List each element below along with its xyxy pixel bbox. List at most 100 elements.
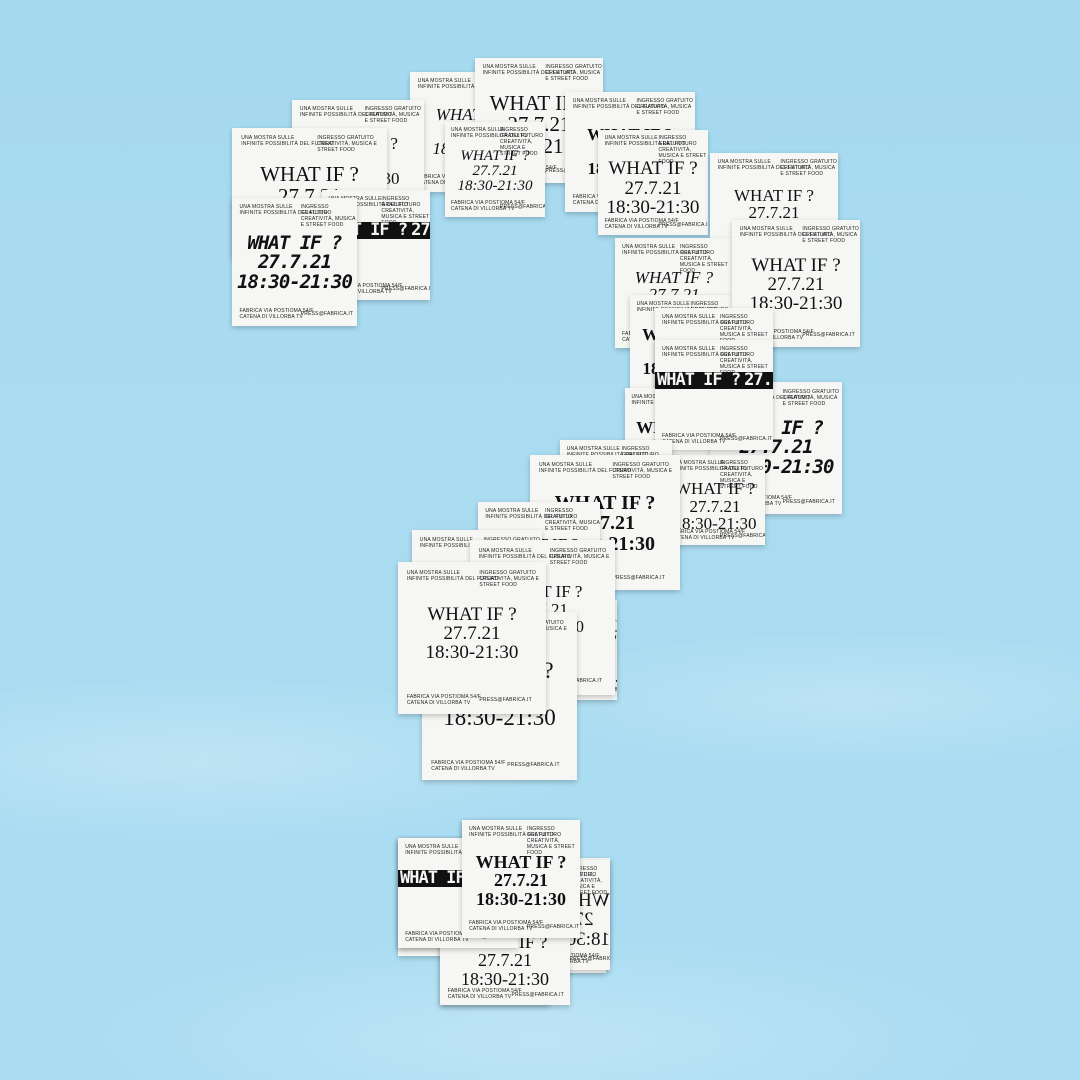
poster-info-left: UNA MOSTRA SULLE INFINITE POSSIBILITÀ DE… <box>717 159 810 171</box>
poster-info-left: UNA MOSTRA SULLE INFINITE POSSIBILITÀ DE… <box>451 126 544 139</box>
poster-headline: WHAT IF ? <box>247 231 343 254</box>
poster-date: 27.7.21 <box>409 221 430 240</box>
poster-info-right: INGRESSO GRATUITO CREATIVITÀ, MUSICA E S… <box>545 508 600 532</box>
poster-headline: WHAT IF ? <box>734 185 814 205</box>
poster-info-right: INGRESSO GRATUITO CREATIVITÀ, MUSICA E S… <box>636 98 694 116</box>
poster-time: 18:30-21:30 <box>425 642 519 664</box>
poster-headline: WHAT IF ? <box>260 162 359 187</box>
poster-info-right: INGRESSO GRATUITO CREATIVITÀ, MUSICA E S… <box>720 459 758 490</box>
poster-info-right: INGRESSO GRATUITO CREATIVITÀ, MUSICA E S… <box>300 204 356 229</box>
poster-headline: WHAT IF ? <box>655 369 743 390</box>
poster-info-right: INGRESSO GRATUITO CREATIVITÀ, MUSICA E S… <box>679 243 728 274</box>
poster-date: 27.7.21 <box>472 162 518 179</box>
poster-email: PRESS@FABRICA.IT <box>612 574 665 581</box>
poster-date: 27.7.21 <box>257 251 332 274</box>
poster-info-right: INGRESSO GRATUITO CREATIVITÀ, MUSICA E S… <box>500 126 538 157</box>
poster-info-left: UNA MOSTRA SULLE INFINITE POSSIBILITÀ DE… <box>241 134 334 147</box>
poster-address: FABRICA VIA POSTIOMA 54/F CATENA DI VILL… <box>447 988 522 1000</box>
poster-card: UNA MOSTRA SULLE INFINITE POSSIBILITÀ DE… <box>232 198 357 326</box>
poster-date: 27.7.21 <box>767 273 825 295</box>
poster-card: UNA MOSTRA SULLE INFINITE POSSIBILITÀ DE… <box>665 455 765 545</box>
poster-email: PRESS@FABRICA.IT <box>802 332 855 339</box>
poster-info-right: INGRESSO GRATUITO CREATIVITÀ, MUSICA E S… <box>549 547 610 566</box>
poster-email: PRESS@FABRICA.IT <box>658 221 709 228</box>
poster-headline: WHAT IF ? <box>489 91 589 115</box>
poster-date: 27.7.21 <box>689 496 741 516</box>
poster-info-left: UNA MOSTRA SULLE INFINITE POSSIBILITÀ DE… <box>662 345 755 358</box>
poster-date: 27.7.21 <box>443 622 501 644</box>
poster-date: 27.7.21 <box>624 177 682 199</box>
poster-date: 27.7.21 <box>748 202 800 222</box>
poster-address: FABRICA VIA POSTIOMA 54/F CATENA DI VILL… <box>406 694 482 707</box>
poster-info-right: INGRESSO GRATUITO CREATIVITÀ, MUSICA E S… <box>317 134 377 153</box>
poster-info-left: UNA MOSTRA SULLE INFINITE POSSIBILITÀ DE… <box>539 461 632 474</box>
poster-info-right: INGRESSO GRATUITO CREATIVITÀ, MUSICA E S… <box>526 825 575 856</box>
poster-email: PRESS@FABRICA.IT <box>479 697 532 704</box>
poster-address: FABRICA VIA POSTIOMA 54/F CATENA DI VILL… <box>604 217 679 230</box>
poster-info-right: INGRESSO GRATUITO CREATIVITÀ, MUSICA E S… <box>479 569 540 588</box>
poster-card: UNA MOSTRA SULLE INFINITE POSSIBILITÀ DE… <box>598 130 708 235</box>
poster-info-left: UNA MOSTRA SULLE INFINITE POSSIBILITÀ DE… <box>622 243 715 256</box>
poster-card: UNA MOSTRA SULLE INFINITE POSSIBILITÀ DE… <box>655 340 773 450</box>
poster-info-left: UNA MOSTRA SULLE INFINITE POSSIBILITÀ DE… <box>239 204 332 217</box>
poster-time: 18:30-21:30 <box>237 270 353 293</box>
poster-headline: WHAT IF ? <box>751 254 841 276</box>
poster-info-left: UNA MOSTRA SULLE INFINITE POSSIBILITÀ DE… <box>299 106 393 119</box>
poster-time: 18:30-21:30 <box>673 513 757 533</box>
poster-info-left: UNA MOSTRA SULLE INFINITE POSSIBILITÀ DE… <box>739 226 832 239</box>
poster-date: 27.7.21 <box>494 870 548 891</box>
poster-info-right: INGRESSO GRATUITO CREATIVITÀ, MUSICA E S… <box>780 159 837 177</box>
poster-date: 27.7.21 <box>478 950 532 971</box>
poster-info-left: UNA MOSTRA SULLE INFINITE POSSIBILITÀ DE… <box>662 313 755 326</box>
poster-headline: WHAT IF ? <box>608 158 698 180</box>
poster-info-right: INGRESSO GRATUITO CREATIVITÀ, MUSICA E S… <box>364 106 422 125</box>
poster-email: PRESS@FABRICA.IT <box>720 532 765 539</box>
poster-address: FABRICA VIA POSTIOMA 54/F CATENA DI VILL… <box>469 920 544 933</box>
poster-email: PRESS@FABRICA.IT <box>507 762 560 769</box>
poster-time: 18:30-21:30 <box>606 197 700 219</box>
poster-info-right: INGRESSO GRATUITO CREATIVITÀ, MUSICA E S… <box>612 461 673 480</box>
poster-card: UNA MOSTRA SULLE INFINITE POSSIBILITÀ DE… <box>445 122 545 217</box>
poster-address: FABRICA VIA POSTIOMA 54/F CATENA DI VILL… <box>662 432 737 445</box>
poster-email: PRESS@FABRICA.IT <box>782 498 836 505</box>
poster-address: FABRICA VIA POSTIOMA 54/F CATENA DI VILL… <box>431 759 506 772</box>
poster-address: FABRICA VIA POSTIOMA 54/F CATENA DI VILL… <box>671 528 746 541</box>
poster-email: PRESS@FABRICA.IT <box>569 956 611 963</box>
poster-email: PRESS@FABRICA.IT <box>381 286 430 293</box>
poster-info-right: INGRESSO GRATUITO CREATIVITÀ, MUSICA E S… <box>782 388 840 407</box>
poster-time: 18:30-21:30 <box>476 888 566 909</box>
poster-info-left: UNA MOSTRA SULLE INFINITE POSSIBILITÀ DE… <box>485 508 578 520</box>
poster-card: UNA MOSTRA SULLE INFINITE POSSIBILITÀ DE… <box>398 562 546 714</box>
poster-email: PRESS@FABRICA.IT <box>500 204 545 211</box>
poster-address: FABRICA VIA POSTIOMA 54/F CATENA DI VILL… <box>239 307 314 320</box>
poster-info-right: INGRESSO GRATUITO CREATIVITÀ, MUSICA E S… <box>802 226 859 245</box>
poster-time: 18:30-21:30 <box>457 178 533 195</box>
poster-email: PRESS@FABRICA.IT <box>526 923 580 930</box>
poster-info-left: UNA MOSTRA SULLE INFINITE POSSIBILITÀ DE… <box>566 445 659 458</box>
poster-headline: WHAT IF ? <box>460 147 530 164</box>
poster-info-left: UNA MOSTRA SULLE INFINITE POSSIBILITÀ DE… <box>469 825 562 838</box>
poster-email: PRESS@FABRICA.IT <box>511 992 564 998</box>
poster-headline: WHAT IF ? <box>475 852 567 873</box>
poster-info-left: UNA MOSTRA SULLE INFINITE POSSIBILITÀ DE… <box>572 98 665 110</box>
poster-info-left: UNA MOSTRA SULLE INFINITE POSSIBILITÀ DE… <box>604 135 697 148</box>
poster-card: UNA MOSTRA SULLE INFINITE POSSIBILITÀ DE… <box>462 820 580 938</box>
poster-email: PRESS@FABRICA.IT <box>719 436 773 443</box>
poster-info-left: UNA MOSTRA SULLE INFINITE POSSIBILITÀ DE… <box>482 64 575 77</box>
poster-info-right: INGRESSO GRATUITO CREATIVITÀ, MUSICA E S… <box>545 64 602 83</box>
poster-info-left: UNA MOSTRA SULLE INFINITE POSSIBILITÀ DE… <box>478 547 571 560</box>
poster-address: FABRICA VIA POSTIOMA 54/F CATENA DI VILL… <box>451 200 526 213</box>
poster-date: 27.7.21 <box>742 371 773 390</box>
poster-info-right: INGRESSO GRATUITO CREATIVITÀ, MUSICA E S… <box>658 135 707 166</box>
poster-headline: WHAT IF ? <box>675 479 755 499</box>
poster-headline: WHAT IF ? <box>427 603 517 625</box>
poster-email: PRESS@FABRICA.IT <box>300 311 354 318</box>
poster-headline: WHAT IF ? <box>634 267 714 287</box>
